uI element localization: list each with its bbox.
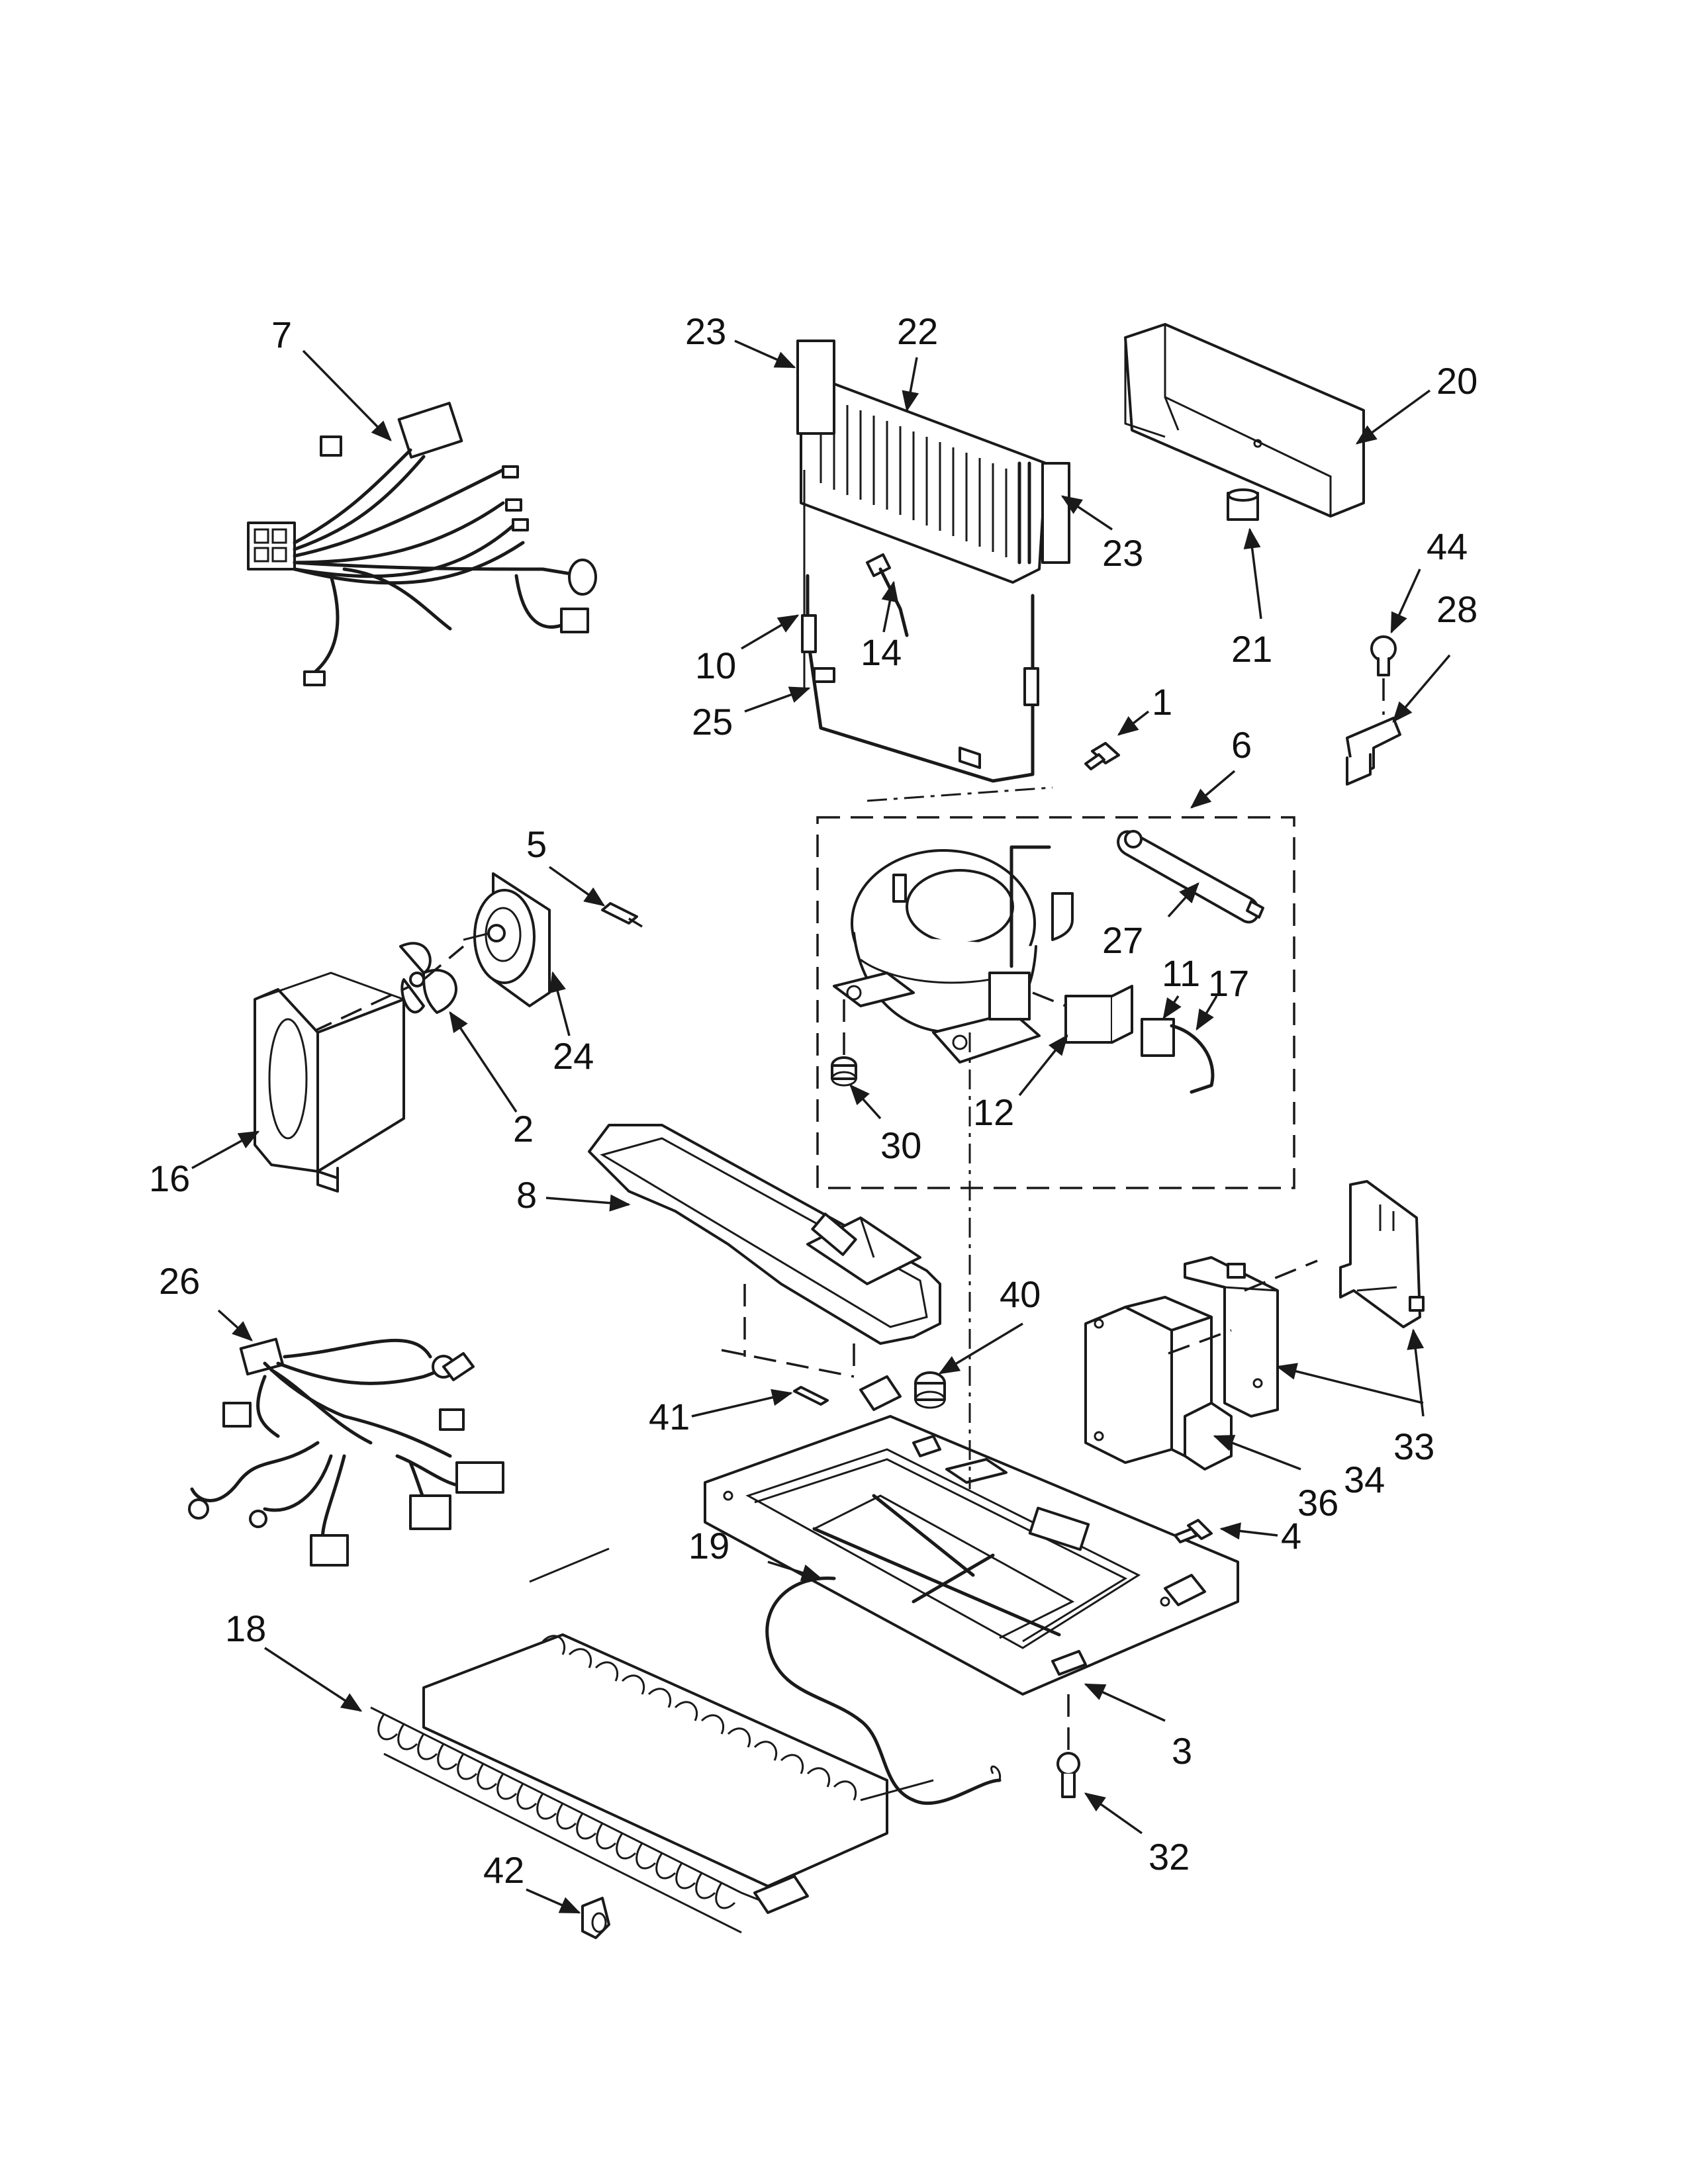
callout-36: 36 (1297, 1482, 1338, 1524)
callout-24: 24 (553, 1035, 594, 1077)
callout-18: 18 (225, 1608, 266, 1649)
callout-27: 27 (1102, 919, 1143, 961)
compressor (833, 845, 1074, 1064)
callout-41: 41 (649, 1396, 690, 1437)
callout-23-top: 23 (685, 310, 726, 352)
callout-26: 26 (159, 1260, 200, 1302)
callout-10: 10 (695, 645, 736, 686)
callout-2: 2 (513, 1108, 534, 1150)
callout-3: 3 (1172, 1730, 1192, 1772)
callout-44: 44 (1427, 525, 1468, 567)
callout-23-right: 23 (1102, 532, 1143, 574)
callout-8: 8 (516, 1174, 537, 1216)
callout-7: 7 (271, 314, 292, 355)
clip-42 (581, 1897, 610, 1939)
screw-and-clip (1346, 635, 1401, 786)
callout-22: 22 (897, 310, 938, 352)
condenser-assembly (796, 340, 1070, 783)
callout-20: 20 (1436, 360, 1477, 402)
fan-shroud (254, 972, 405, 1193)
callout-11: 11 (1162, 952, 1200, 994)
compressor-kit-boundary (816, 816, 1295, 1189)
callout-14: 14 (861, 631, 902, 673)
assembly-axis-2 (867, 786, 1053, 802)
callout-33: 33 (1393, 1426, 1434, 1467)
callout-30: 30 (880, 1124, 921, 1166)
callout-6: 6 (1231, 724, 1252, 766)
screw-4 (1174, 1519, 1213, 1543)
callout-1: 1 (1152, 681, 1172, 723)
callout-40: 40 (1000, 1273, 1041, 1315)
screw-1 (1084, 742, 1120, 770)
evaporator (370, 1547, 934, 1934)
callout-34: 34 (1344, 1459, 1385, 1500)
callout-32: 32 (1149, 1836, 1190, 1878)
base-pan (704, 1375, 1239, 1696)
compressor-small-parts (831, 985, 1215, 1094)
callout-28: 28 (1436, 588, 1477, 630)
filter-drier (1117, 830, 1264, 924)
callout-4: 4 (1281, 1515, 1301, 1557)
callout-42: 42 (483, 1849, 524, 1891)
callout-labels: 7 23 22 23 20 21 44 28 10 14 25 1 6 5 27… (149, 310, 1477, 1891)
control-box-assembly (1084, 1180, 1425, 1471)
callout-21: 21 (1231, 628, 1272, 670)
cover-housing (1124, 323, 1365, 521)
fan-motor-assembly (310, 872, 643, 1034)
foot-and-pin (793, 1371, 946, 1409)
drain-pan (588, 1124, 941, 1378)
callout-12: 12 (973, 1091, 1014, 1133)
drain-tube (765, 1576, 1002, 1805)
wire-harness-lower (188, 1338, 504, 1567)
callout-25: 25 (692, 701, 733, 743)
wire-harness-upper (247, 402, 597, 686)
callout-17: 17 (1208, 962, 1249, 1004)
leader-lines (191, 340, 1451, 1914)
callout-19: 19 (688, 1525, 729, 1567)
callout-5: 5 (526, 823, 547, 865)
callout-16: 16 (149, 1158, 190, 1199)
screw-32 (1056, 1694, 1080, 1798)
